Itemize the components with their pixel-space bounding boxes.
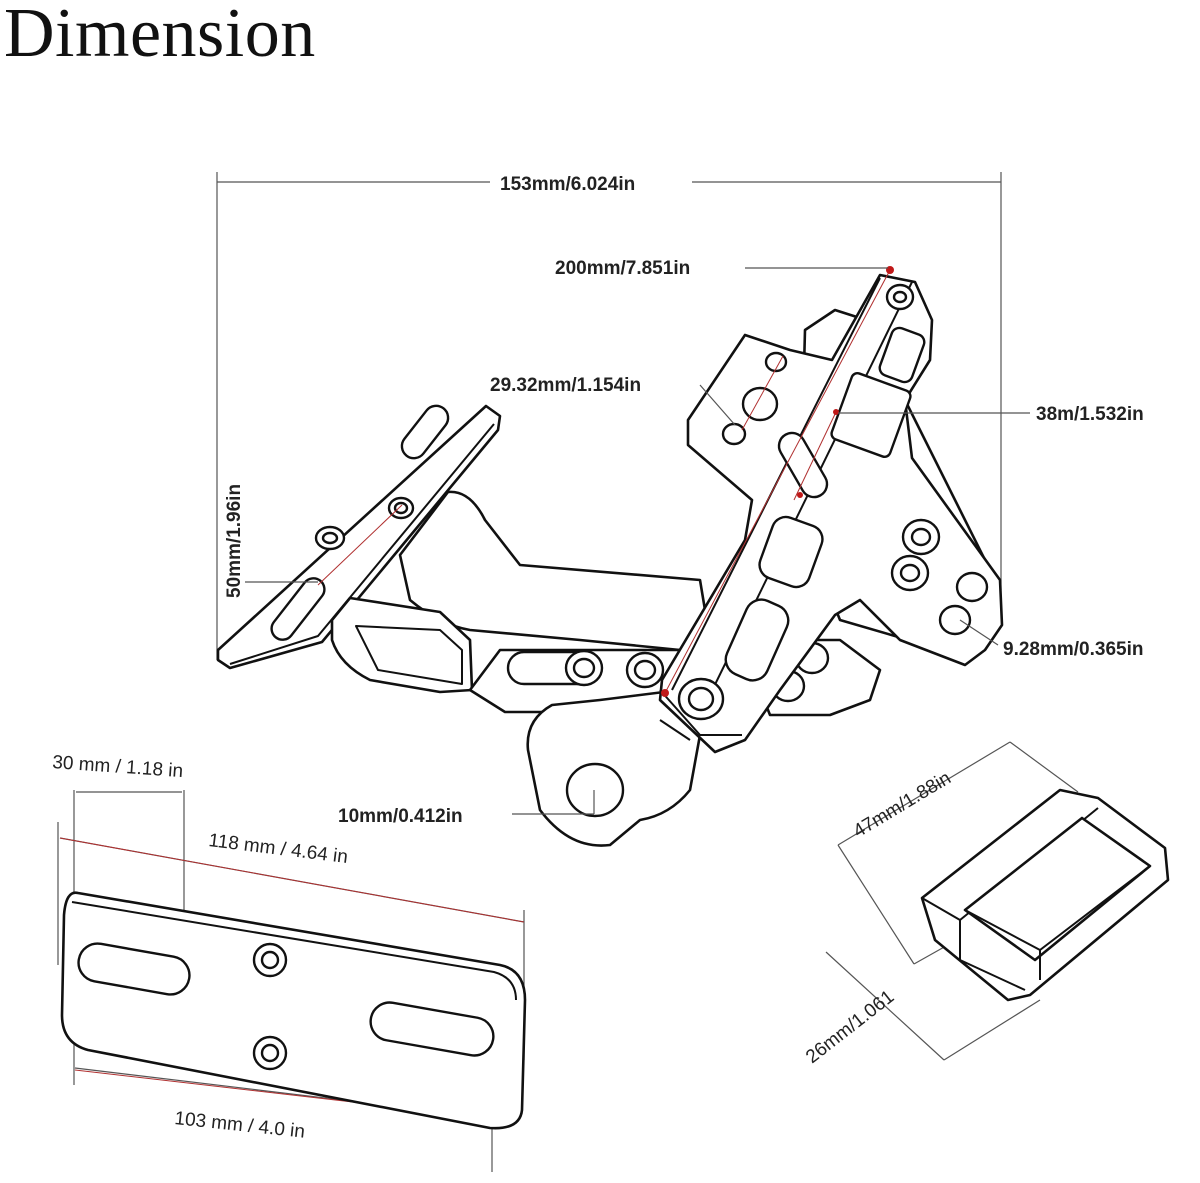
plate-drawing [57,790,527,1172]
label-height: 50mm/1.96in [224,484,245,598]
page-title: Dimension [4,0,316,72]
label-block-width: 26mm/1.061 [802,986,898,1068]
label-small-hole: 9.28mm/0.365in [1003,639,1143,660]
label-clamp-hole: 10mm/0.412in [338,806,463,827]
label-width-total: 153mm/6.024in [500,174,635,195]
label-length-diagonal: 200mm/7.851in [555,258,690,279]
main-bracket-drawing [216,172,1030,847]
label-bracket-width: 38m/1.532in [1036,404,1144,425]
label-plate-offset: 30 mm / 1.18 in [52,752,184,782]
label-block-length: 47mm/1.88in [850,768,955,843]
block-drawing [825,741,1170,1061]
label-plate-outer: 118 mm / 4.64 in [207,830,349,868]
label-plate-inner: 103 mm / 4.0 in [173,1108,305,1143]
label-hole-spacing: 29.32mm/1.154in [490,375,641,396]
